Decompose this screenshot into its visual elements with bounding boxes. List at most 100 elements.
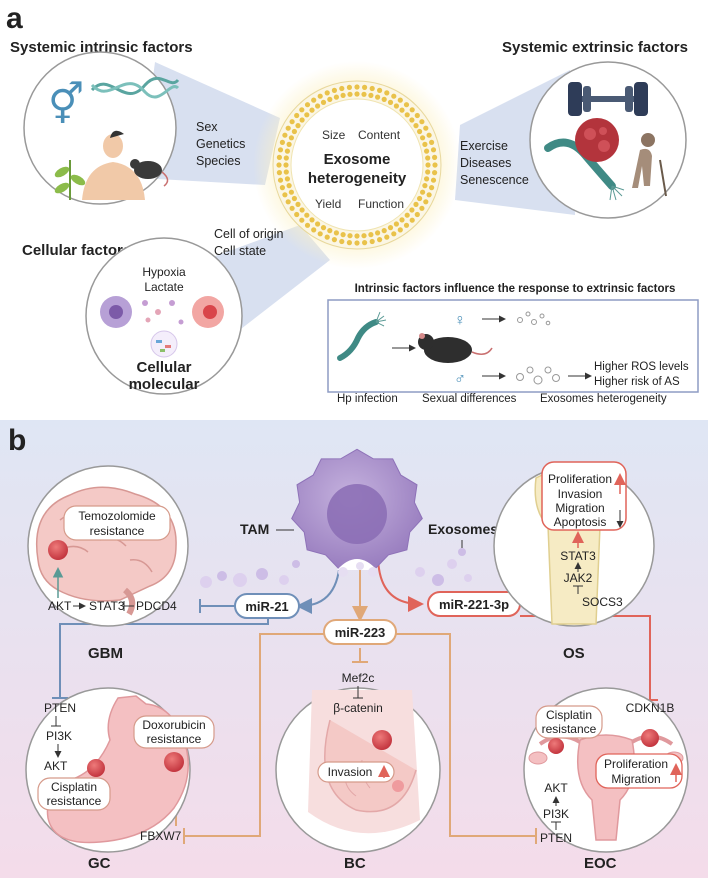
lipid-dot: [409, 107, 415, 113]
cellular-inner-hypoxia: Hypoxia: [142, 265, 186, 279]
lipid-dot: [397, 97, 403, 103]
dna-icon: [90, 76, 180, 99]
gc-tumor-icon-1: [87, 759, 105, 777]
intrinsic-item-species: Species: [196, 154, 240, 168]
intrinsic-item-genetics: Genetics: [196, 137, 245, 151]
lipid-dot: [354, 91, 360, 97]
lipid-dot: [384, 90, 390, 96]
lipid-dot: [409, 207, 415, 213]
intrinsic-title: Systemic intrinsic factors: [10, 39, 193, 56]
os-effects-box: [541, 461, 627, 531]
lipid-dot: [288, 189, 294, 195]
plant-icon: [54, 160, 86, 200]
lipid-dot: [375, 94, 381, 100]
panel-a-letter: a: [6, 2, 23, 35]
gc-akt: AKT: [44, 759, 68, 773]
exosome-cluster-small-icon: [517, 311, 551, 326]
lipid-dot: [286, 183, 292, 189]
lipid-dot: [327, 228, 333, 234]
lipid-dot: [339, 85, 345, 92]
mir223-to-fbxw7-line: [184, 633, 324, 837]
lipid-dot: [291, 195, 297, 202]
lipid-dot: [414, 112, 420, 119]
gender-symbol-icon: ⚥: [48, 81, 84, 127]
mir223-label: miR-223: [335, 625, 386, 640]
inset-label-sex: Sexual differences: [422, 393, 517, 405]
panel-b: b: [0, 420, 708, 878]
eoc-tumor-icon-2: [641, 729, 659, 747]
center-function: Function: [358, 197, 404, 211]
cellular-molecular-1: Cellular: [136, 359, 191, 376]
wedge-intrinsic: [140, 62, 280, 185]
lipid-dot: [327, 96, 333, 102]
bc-mef2c: Mef2c: [342, 671, 375, 685]
lipid-dot: [304, 112, 310, 118]
lipid-dot: [423, 199, 429, 205]
os-effect-migration: Migration: [555, 501, 604, 515]
lipid-dot: [426, 132, 432, 138]
lipid-dot: [295, 201, 301, 207]
lipid-dot: [276, 170, 282, 176]
lipid-dot: [399, 217, 405, 223]
cellular-title: Cellular factors: [22, 242, 131, 259]
lipid-dot: [276, 162, 282, 168]
inset-female-symbol: ♀: [454, 312, 466, 329]
lipid-dot: [304, 212, 310, 218]
lipid-dot: [340, 92, 346, 98]
lipid-dot: [289, 205, 295, 211]
gc-tumor-icon-2: [164, 752, 184, 772]
lipid-dot: [399, 107, 405, 113]
exosome-center: Size Content Exosome heterogeneity Yield…: [253, 61, 461, 269]
lipid-dot: [425, 155, 431, 161]
lipid-dot: [369, 238, 375, 245]
tam-label: TAM: [240, 521, 269, 537]
lipid-dot: [422, 183, 428, 189]
inset-label-exo: Exosomes heterogeneity: [540, 393, 667, 405]
lipid-dot: [417, 195, 423, 202]
lipid-dot: [315, 103, 321, 109]
cellular-item-origin: Cell of origin: [214, 227, 284, 241]
lipid-dot: [368, 232, 374, 238]
lipid-dot: [299, 217, 305, 223]
bc-label: BC: [344, 855, 366, 872]
lipid-dot: [423, 125, 429, 131]
gc-doxorubicin-2: resistance: [147, 732, 202, 746]
lipid-dot: [311, 227, 317, 233]
lipid-dot: [346, 240, 352, 246]
gc-pi3k: PI3K: [46, 729, 72, 743]
eoc-akt: AKT: [544, 781, 568, 795]
extrinsic-item-diseases: Diseases: [460, 156, 511, 170]
mir223-pill: [323, 619, 397, 645]
os-effect-invasion: Invasion: [558, 487, 603, 501]
panel-a: a Size Content Exosome heterogeneity Yie…: [6, 2, 699, 405]
cell-purple-icon: [100, 296, 132, 328]
lipid-dot: [375, 230, 381, 236]
released-vesicles: [200, 548, 472, 588]
svg-text:⚥: ⚥: [48, 81, 84, 127]
eoc-pi3k: PI3K: [543, 807, 569, 821]
lipid-dot: [420, 135, 426, 141]
inset-outcome-ros: Higher ROS levels: [594, 361, 689, 373]
inset-label-hp: Hp infection: [337, 393, 398, 405]
inset-male-symbol: ♂: [454, 371, 466, 388]
mir21-pill: [234, 593, 300, 619]
tam-cell: [291, 448, 423, 577]
lipid-dot: [361, 233, 367, 239]
center-size: Size: [322, 128, 346, 142]
os-stat3: STAT3: [560, 549, 596, 563]
os-socs3: SOCS3: [582, 595, 623, 609]
lipid-dot: [299, 107, 305, 113]
center-title-2: heterogeneity: [308, 170, 407, 187]
gc-cisplatin-1: Cisplatin: [51, 780, 97, 794]
intrinsic-item-sex: Sex: [196, 120, 218, 134]
lipid-dot: [362, 84, 368, 90]
lipid-dot: [419, 205, 425, 211]
lipid-dot: [340, 232, 346, 238]
lipid-dot: [283, 162, 289, 168]
lipid-dot: [317, 231, 323, 237]
lipid-dot: [347, 233, 353, 239]
bc-module: Mef2c β-catenin Invasion BC: [275, 671, 441, 872]
lipid-dot: [432, 154, 438, 160]
eoc-pten: PTEN: [540, 831, 572, 845]
lipid-dot: [391, 93, 397, 99]
